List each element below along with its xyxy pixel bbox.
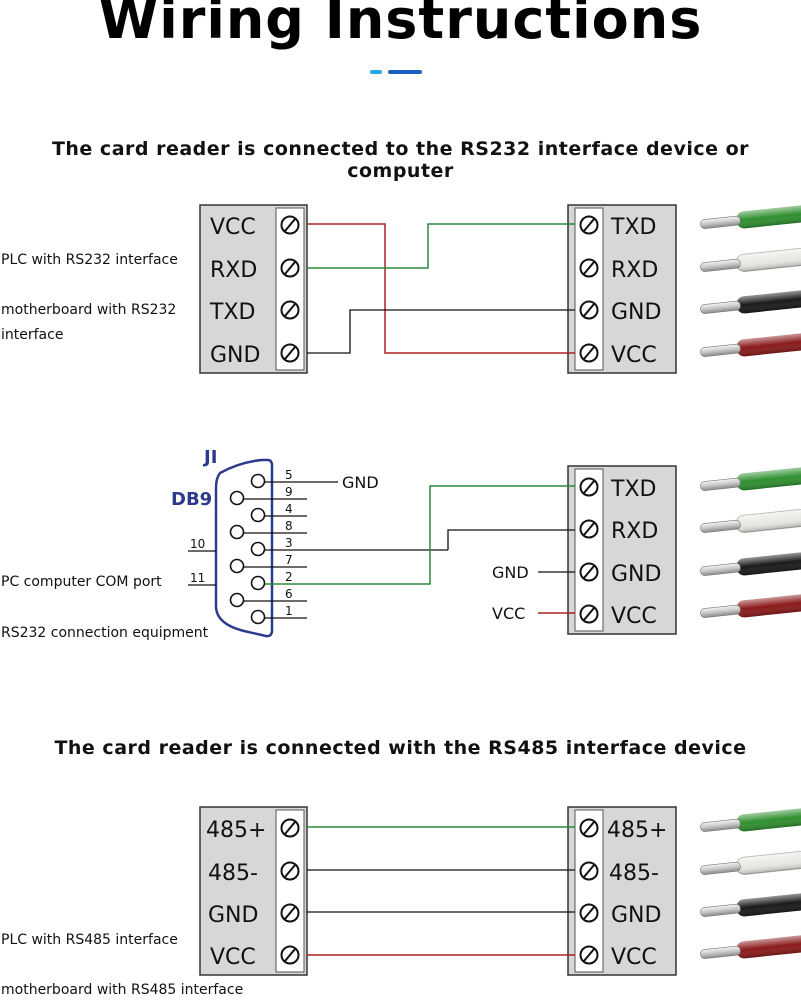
screw-icon [579,215,599,235]
title-accent-dark [388,70,422,74]
wire-rxd-txd [307,223,575,269]
pin-number: 9 [285,485,293,499]
cable-black [700,550,801,576]
terminal-block-left-rs485: 485+ 485- GND VCC [199,806,308,976]
terminal-label: 485+ [607,818,667,843]
cable-white [700,507,801,533]
gnd-pin-label: GND [342,473,379,492]
page-title: Wiring Instructions [98,0,703,51]
screw-icon [280,818,300,838]
screw-icon [280,258,300,278]
terminal-label: GND [611,562,661,587]
cable-green [700,203,801,229]
terminal-label: VCC [611,604,657,629]
wire-txd-db9 [307,485,575,585]
side-pin-number: 11 [190,571,205,585]
screw-icon [579,903,599,923]
screw-icon [579,945,599,965]
screw-icon [280,945,300,965]
ext-vcc-label: VCC [492,604,525,623]
screw-icon [579,861,599,881]
wire-vcc [307,223,575,354]
side-pin-number: 10 [190,537,205,551]
cable-green [700,806,801,832]
connector-type-label: DB9 [171,489,212,510]
cable-white [700,849,801,875]
screw-icon [280,215,300,235]
terminal-label: RXD [611,258,658,283]
screw-icon [579,519,599,539]
pin-number: 8 [285,519,293,533]
terminal-label: VCC [611,343,657,368]
terminal-label: GND [611,903,661,928]
section-heading-rs485: The card reader is connected with the RS… [54,737,747,759]
terminal-label: 485- [609,861,659,886]
terminal-label: VCC [210,945,256,970]
terminal-label: RXD [611,519,658,544]
wire-rxd-db9 [447,529,575,550]
cable-white [700,246,801,272]
screw-icon [579,343,599,363]
pin-number: 4 [285,502,293,516]
label-motherboard-rs485: motherboard with RS485 interface [1,982,244,998]
pin-number: 3 [285,536,293,550]
cable-black [700,288,801,314]
terminal-label: 485- [208,861,258,886]
terminal-label: VCC [611,945,657,970]
screw-icon [280,300,300,320]
terminal-label: TXD [209,300,255,325]
label-motherboard-rs232: motherboard with RS232 [1,302,177,318]
screw-icon [579,604,599,624]
pin-number: 7 [285,553,293,567]
label-plc-rs485: PLC with RS485 interface [1,932,178,948]
screw-icon [280,343,300,363]
section-heading-rs232: The card reader is connected to the RS23… [51,138,750,182]
screw-icon [579,300,599,320]
screw-icon [579,818,599,838]
pin-number: 2 [285,570,293,584]
terminal-label: VCC [210,215,256,240]
label-motherboard-rs232-cont: interface [1,327,64,343]
terminal-label: TXD [610,477,656,502]
pin-number: 5 [285,468,293,482]
terminal-label: GND [208,903,258,928]
label-pc-com-port: PC computer COM port [1,574,162,590]
screw-icon [280,903,300,923]
cable-black [700,891,801,917]
screw-icon [579,477,599,497]
terminal-label: TXD [610,215,656,240]
terminal-label: GND [611,300,661,325]
cable-green [700,465,801,491]
terminal-label: 485+ [206,818,266,843]
screw-icon [579,562,599,582]
cable-red [700,592,801,618]
screw-icon [579,258,599,278]
terminal-block-right-rs485: 485+ 485- GND VCC [567,806,677,976]
screw-icon [280,861,300,881]
label-rs232-equipment: RS232 connection equipment [1,625,209,641]
terminal-label: GND [210,343,260,368]
terminal-block-right-db9: TXD RXD GND VCC [567,465,677,635]
label-plc-rs232: PLC with RS232 interface [1,252,178,268]
cable-red [700,331,801,357]
pin-number: 6 [285,587,293,601]
terminal-block-right-rs232: TXD RXD GND VCC [567,204,677,374]
terminal-block-left-rs232: VCC RXD TXD GND [199,204,308,374]
title-accent-light [370,70,382,74]
connector-id-label: JI [202,447,217,468]
cable-red [700,933,801,959]
terminal-label: RXD [210,258,257,283]
pin-number: 1 [285,604,293,618]
db9-connector [214,458,274,638]
wire-gnd [307,309,575,354]
cable-ends [700,203,801,959]
ext-gnd-label: GND [492,563,529,582]
